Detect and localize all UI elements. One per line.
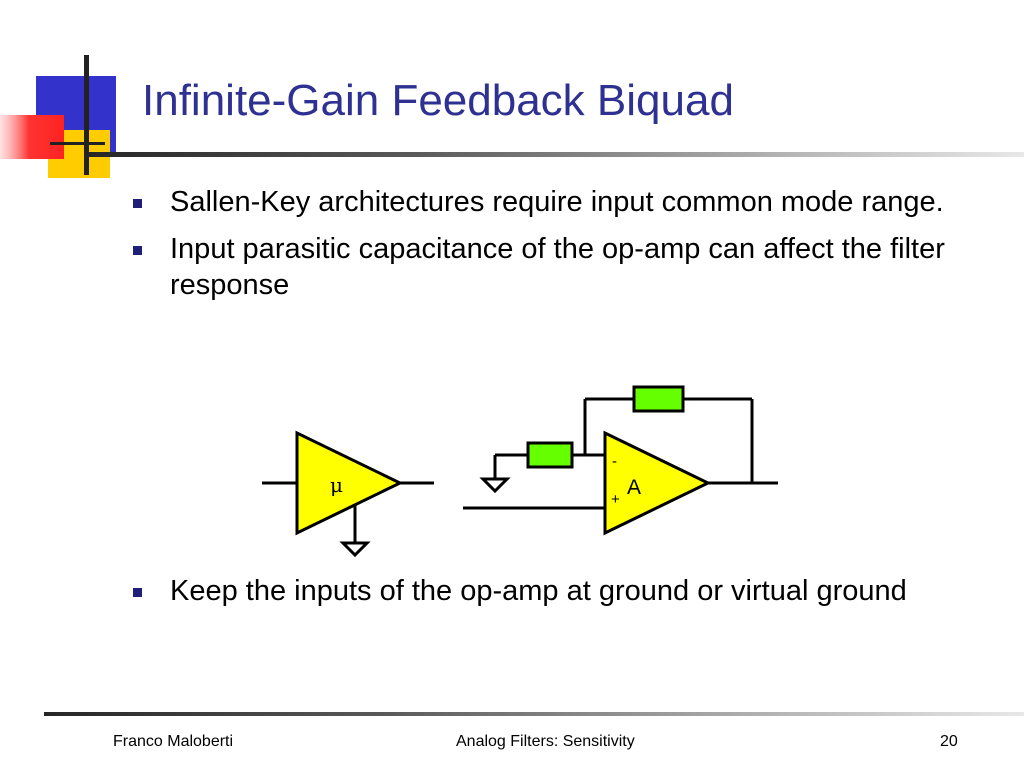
bullet-item: Input parasitic capacitance of the op-am… [130,231,980,303]
footer-subject: Analog Filters: Sensitivity [456,733,635,750]
ground-icon [479,477,511,494]
opamp-gain-label: A [627,476,641,499]
bullet-item: Sallen-Key architectures require input c… [130,184,980,220]
slide-logo [0,55,116,178]
title-divider [88,152,1024,157]
bullet-text: Sallen-Key architectures require input c… [170,186,944,218]
bullet-square-icon [133,246,142,255]
bullet-list-top: Sallen-Key architectures require input c… [130,184,980,314]
bullet-square-icon [133,588,142,597]
unity-amplifier-symbol [295,430,404,536]
feedback-resistor [632,385,685,413]
bullet-square-icon [133,199,142,208]
footer-divider [44,712,1024,716]
opamp-symbol [603,430,712,536]
slide-title: Infinite-Gain Feedback Biquad [142,76,734,125]
bullet-text: Input parasitic capacitance of the op-am… [170,233,945,301]
input-resistor [526,441,574,469]
circuit-diagram: μ - + A [262,385,778,558]
opamp-plus-label: + [611,491,620,508]
opamp-minus-label: - [612,453,617,470]
slide-number: 20 [940,733,958,750]
bullet-list-bottom: Keep the inputs of the op-amp at ground … [130,573,980,620]
ground-icon [339,541,371,558]
footer-author: Franco Maloberti [113,733,234,750]
bullet-item: Keep the inputs of the op-amp at ground … [130,573,980,609]
unity-amplifier-label: μ [330,473,343,497]
bullet-text: Keep the inputs of the op-amp at ground … [170,575,907,607]
